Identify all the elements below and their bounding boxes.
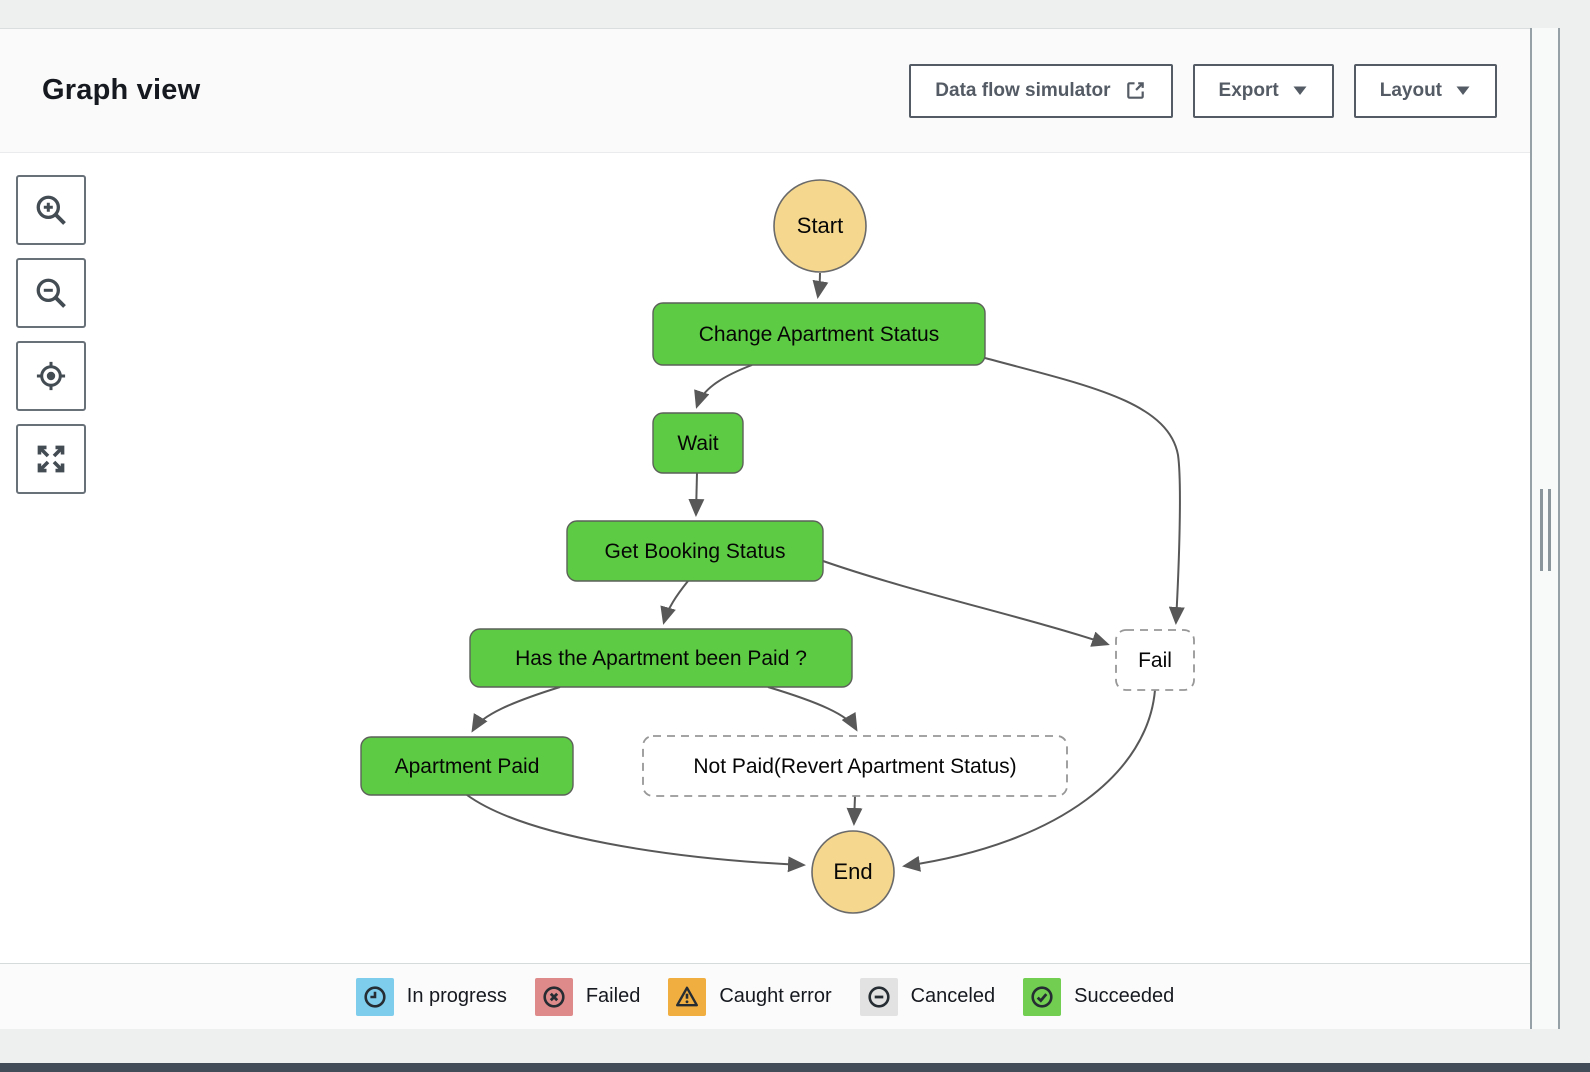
legend-label: Canceled bbox=[910, 985, 996, 1007]
node-fail[interactable]: Fail bbox=[1115, 629, 1195, 691]
edge-fail-to-end bbox=[902, 689, 1156, 872]
grip-line bbox=[1548, 489, 1551, 571]
legend-item-in-progress: In progress bbox=[355, 977, 507, 1016]
layout-button[interactable]: Layout bbox=[1353, 63, 1497, 118]
edge-change-apartment-status-to-wait bbox=[694, 364, 753, 409]
edge-has-paid-to-apartment-paid bbox=[471, 686, 561, 733]
edge-wait-to-get-booking-status bbox=[688, 472, 705, 517]
legend-label: Succeeded bbox=[1074, 985, 1175, 1007]
legend-item-failed: Failed bbox=[534, 977, 641, 1016]
node-change-apartment-status[interactable]: Change Apartment Status bbox=[652, 302, 986, 366]
legend-label: Failed bbox=[585, 985, 641, 1007]
node-label: Change Apartment Status bbox=[699, 323, 940, 346]
in-progress-icon bbox=[355, 977, 394, 1016]
legend-item-succeeded: Succeeded bbox=[1023, 977, 1175, 1016]
panel-header: Graph view Data flow simulator Export La… bbox=[0, 29, 1530, 153]
status-legend: In progress Failed Caught error bbox=[0, 963, 1530, 1029]
caret-down-icon bbox=[1456, 86, 1470, 95]
fit-view-icon bbox=[37, 445, 65, 473]
caret-down-icon bbox=[1293, 86, 1307, 95]
zoom-in-button[interactable] bbox=[16, 175, 86, 245]
button-label: Data flow simulator bbox=[935, 79, 1111, 101]
button-label: Export bbox=[1218, 79, 1279, 101]
export-button[interactable]: Export bbox=[1192, 63, 1334, 118]
edge-apartment-paid-to-end bbox=[466, 794, 806, 873]
center-target-icon bbox=[36, 361, 66, 391]
zoom-out-icon bbox=[36, 278, 66, 308]
node-not-paid-revert-apartment-status[interactable]: Not Paid(Revert Apartment Status) bbox=[642, 735, 1068, 797]
node-end[interactable]: End bbox=[811, 830, 895, 914]
node-has-the-apartment-been-paid[interactable]: Has the Apartment been Paid ? bbox=[469, 628, 853, 688]
node-wait[interactable]: Wait bbox=[652, 412, 744, 474]
button-label: Layout bbox=[1379, 79, 1442, 101]
external-link-icon bbox=[1126, 82, 1144, 99]
node-apartment-paid[interactable]: Apartment Paid bbox=[360, 736, 574, 796]
node-label: End bbox=[833, 859, 872, 884]
edge-start-to-change-apartment-status bbox=[812, 272, 829, 299]
header-actions: Data flow simulator Export Layout bbox=[909, 63, 1497, 118]
node-start[interactable]: Start bbox=[773, 179, 867, 273]
fit-view-button[interactable] bbox=[16, 424, 86, 494]
grip-line bbox=[1540, 489, 1543, 571]
node-get-booking-status[interactable]: Get Booking Status bbox=[566, 520, 824, 582]
node-label: Has the Apartment been Paid ? bbox=[515, 647, 807, 670]
edge-get-booking-status-to-fail bbox=[822, 560, 1110, 647]
succeeded-icon bbox=[1023, 977, 1062, 1016]
node-label: Not Paid(Revert Apartment Status) bbox=[693, 755, 1016, 778]
node-label: Apartment Paid bbox=[395, 755, 540, 778]
node-label: Fail bbox=[1138, 649, 1172, 672]
legend-item-caught-error: Caught error bbox=[668, 977, 832, 1016]
caught-error-icon bbox=[668, 977, 707, 1016]
node-label: Start bbox=[797, 213, 843, 238]
edge-change-apartment-status-to-fail bbox=[984, 357, 1185, 625]
zoom-out-button[interactable] bbox=[16, 258, 86, 328]
bottom-bar bbox=[0, 1063, 1590, 1072]
graph-toolbar bbox=[16, 175, 86, 494]
zoom-in-icon bbox=[36, 195, 66, 225]
edge-get-booking-status-to-has-paid bbox=[660, 580, 689, 625]
center-view-button[interactable] bbox=[16, 341, 86, 411]
edge-not-paid-to-end bbox=[846, 795, 863, 826]
legend-label: Caught error bbox=[719, 985, 832, 1007]
legend-item-canceled: Canceled bbox=[859, 977, 996, 1016]
node-label: Wait bbox=[677, 432, 718, 455]
failed-icon bbox=[534, 977, 573, 1016]
legend-label: In progress bbox=[406, 985, 507, 1007]
edge-has-paid-to-not-paid bbox=[767, 686, 858, 732]
canceled-icon bbox=[859, 977, 898, 1016]
node-label: Get Booking Status bbox=[605, 540, 786, 563]
graph-view-panel: Graph view Data flow simulator Export La… bbox=[0, 28, 1530, 1029]
page-title: Graph view bbox=[42, 74, 201, 106]
data-flow-simulator-button[interactable]: Data flow simulator bbox=[909, 63, 1173, 118]
panel-resize-handle[interactable] bbox=[1530, 28, 1560, 1029]
